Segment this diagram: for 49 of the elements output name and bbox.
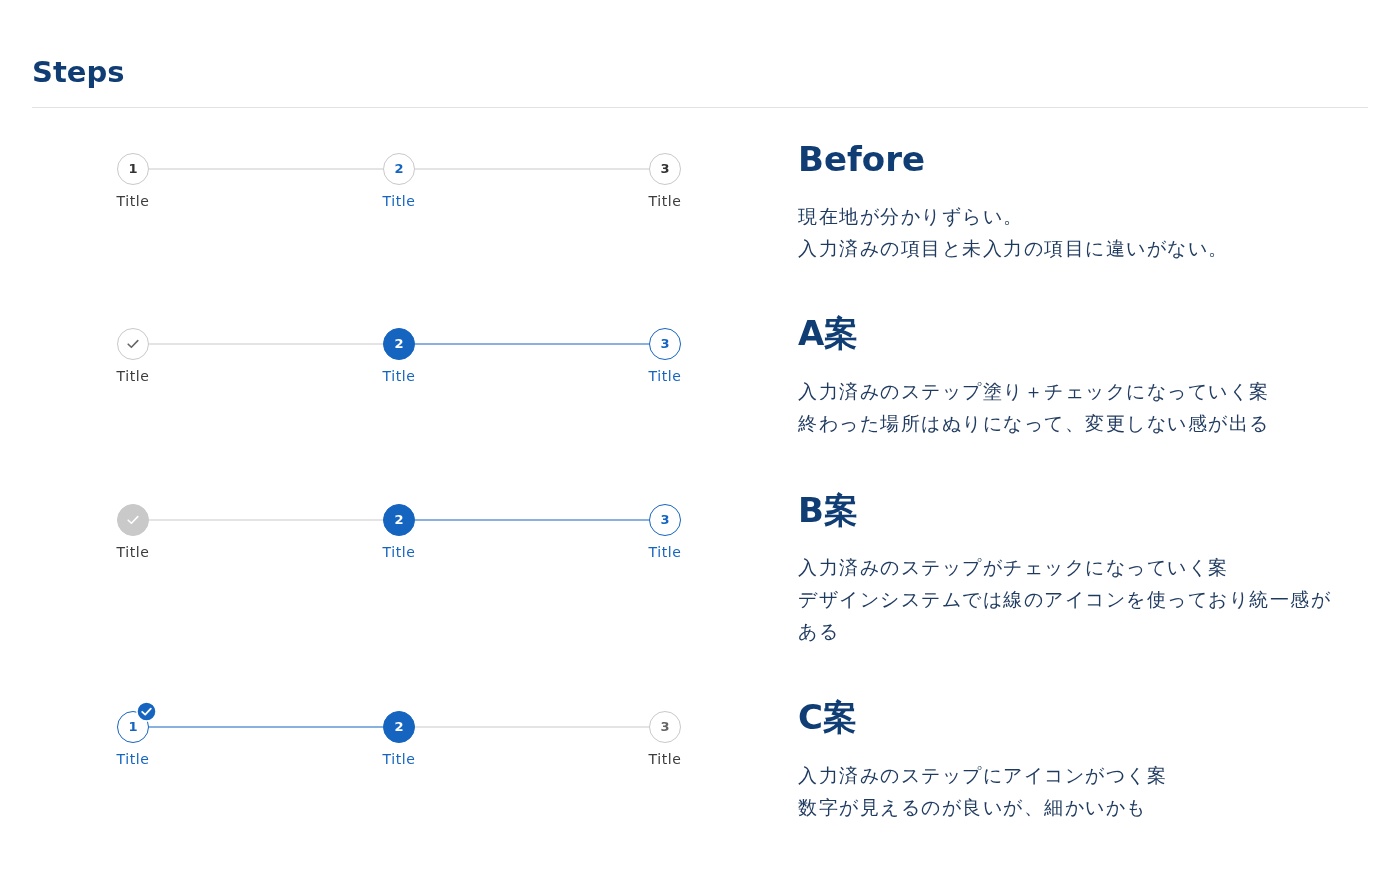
step-circle [117,153,149,185]
description-text: 入力済みのステップがチェックになっていく案 [798,556,1229,580]
step-number: 2 [394,720,404,734]
step-circle [383,153,415,185]
step-circle [383,328,415,360]
step-number: 3 [660,513,670,527]
section-heading: A案 [798,312,859,355]
step-circle [383,711,415,743]
step-number: 2 [394,513,404,527]
step-title: Title [382,543,416,561]
step-number: 2 [394,337,404,351]
step-title: Title [116,192,150,210]
step-number: 3 [660,720,670,734]
section-heading: C案 [798,696,857,739]
step-number: 3 [660,337,670,351]
step-number: 1 [128,162,138,176]
step-title: Title [382,192,416,210]
description-text: 入力済みの項目と未入力の項目に違いがない。 [798,237,1229,261]
section-heading: B案 [798,489,858,532]
description-text: 終わった場所はぬりになって、変更しない感が出る [798,412,1270,436]
step-title: Title [382,750,416,768]
step-number: 3 [660,162,670,176]
description-text: 入力済みのステップにアイコンがつく案 [798,764,1167,788]
step-circle [383,504,415,536]
description-text: 現在地が分かりずらい。 [798,205,1024,229]
step-number: 2 [394,162,404,176]
connector-line [414,519,650,521]
step-number: 1 [128,720,138,734]
step-title: Title [648,543,682,561]
step-title: Title [648,367,682,385]
connector-line [414,343,650,345]
step-title: Title [116,543,150,561]
step-title: Title [648,192,682,210]
step-circle [117,504,149,536]
description-text: 入力済みのステップ塗り＋チェックになっていく案 [798,380,1270,404]
description-text: 数字が見えるのが良いが、細かいかも [798,796,1147,820]
step-circle [117,328,149,360]
step-title: Title [116,367,150,385]
section-heading: Before [798,138,925,181]
description-text: デザインシステムでは線のアイコンを使っており統一感がある [798,588,1332,644]
step-circle [649,328,681,360]
page-title: Steps [32,54,125,91]
connector-line [148,726,384,728]
step-circle [649,153,681,185]
step-circle [649,504,681,536]
step-circle [649,711,681,743]
step-title: Title [382,367,416,385]
step-title: Title [116,750,150,768]
step-title: Title [648,750,682,768]
